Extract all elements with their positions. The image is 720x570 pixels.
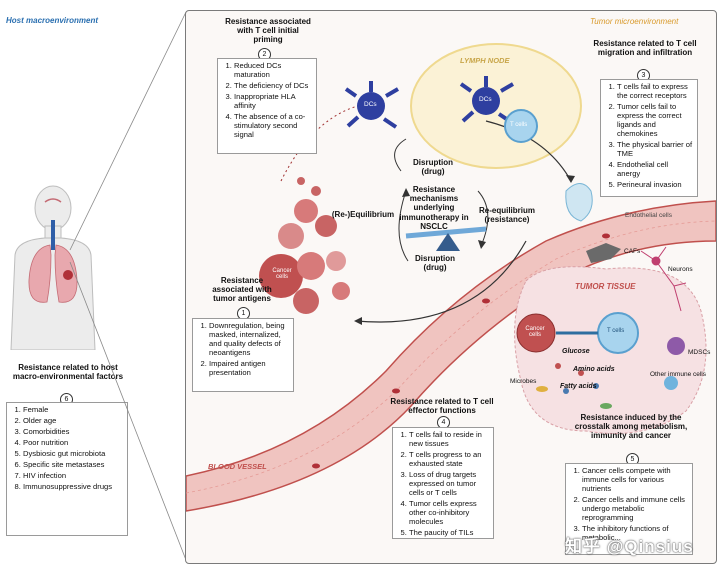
balance-fulcrum [436,233,460,251]
tumor-tissue-label: TUMOR TISSUE [575,282,636,291]
cancer-cells-label-left: Cancer cells [272,268,292,280]
host-factors-heading: Resistance related to host macro-environ… [12,363,124,382]
migration-heading: Resistance related to T cell migration a… [593,39,697,58]
crosstalk-item: The inhibitory functions of metabolic... [582,524,688,543]
host-factor-item: Poor nutrition [23,438,123,448]
blood-vessel-shape [186,200,716,512]
neuron-shape [640,246,687,312]
balance-beam [405,226,487,239]
dendritic-cell-right [459,76,515,124]
tumor-cancer-cell [516,313,556,353]
cafs-label: CAFs [624,248,641,255]
crosstalk-heading: Resistance induced by the crosstalk amon… [574,413,688,441]
host-macroenvironment-title: Host macroenvironment [6,16,99,25]
endothelial-cells-label: Endothelial cells [625,212,672,219]
mdscs-label: MDSCs [688,349,711,356]
disruption-text: Disruption [413,158,453,167]
disruption-bottom-label: Disruption (drug) [405,254,465,272]
disruption-top-label: Disruption (drug) [403,158,463,176]
crosstalk-item: Cancer cells compete with immune cells f… [582,466,688,494]
effector-item: Loss of drug targets expressed on tumor … [409,470,489,498]
lymph-node-label: LYMPH NODE [460,56,510,65]
host-factors-box: Female Older age Comorbidities Poor nutr… [6,402,128,536]
microbes-label: Microbes [510,378,537,385]
disruption-text: Disruption [415,254,455,263]
effector-box: T cells fail to reside in new tissues T … [392,427,494,539]
effector-item: T cells fail to reside in new tissues [409,430,489,449]
migration-item: T cells fail to express the correct rece… [617,82,693,101]
t-cells-label-tumor: T cells [607,328,625,334]
migration-item: Perineural invasion [617,180,693,190]
endothelial-cell-shape [565,183,593,222]
crosstalk-box: Cancer cells compete with immune cells f… [565,463,693,555]
drug-text: (drug) [421,167,445,177]
neurons-label: Neurons [668,266,693,273]
antigens-item: Impaired antigen presentation [209,359,289,378]
re-equilibrium-right-label: Re-equilibrium (resistance) [474,206,540,224]
t-cells-label-lymph: T cells [510,122,528,128]
dendritic-cell-left [344,81,400,129]
number-badge-5: 5 [626,453,639,466]
effector-heading: Resistance related to T cell effector fu… [390,397,494,416]
host-factor-item: Dysbiosic gut microbiota [23,449,123,459]
migration-item: Tumor cells fail to express the correct … [617,102,693,139]
antigens-item: Downregulation, being masked, internaliz… [209,321,289,358]
effector-item: T cells progress to an exhausted state [409,450,489,469]
priming-item: Reduced DCs maturation [234,61,312,80]
host-factor-item: Female [23,405,123,415]
migration-box: T cells fail to express the correct rece… [600,79,698,197]
glucose-label: Glucose [562,348,590,355]
dc-label-right: DCs [479,96,492,103]
migration-item: The physical barrier of TME [617,140,693,159]
human-body-illustration [10,185,96,350]
priming-item: The absence of a co-stimulatory second s… [234,112,312,140]
priming-heading: Resistance associated with T cell initia… [225,17,311,45]
mdsc-shape [667,337,685,355]
tme-illustration [186,43,716,512]
effector-item: The paucity of TILs [409,528,489,538]
fatty-acids-label: Fatty acids [560,383,597,390]
blood-vessel-label: BLOOD VESSEL [208,462,267,471]
re-equilibrium-left-label: (Re-)Equilibrium [331,210,395,219]
caf-shape [586,243,621,263]
host-factor-item: Older age [23,416,123,426]
antigens-heading: Resistance associated with tumor antigen… [212,276,272,304]
priming-item: The deficiency of DCs [234,81,312,91]
antigens-box: Downregulation, being masked, internaliz… [192,318,294,392]
drug-text: (drug) [423,263,447,273]
resistance-text: (resistance) [484,215,530,225]
other-immune-cells-label: Other immune cells [650,371,706,378]
re-equilibrium-text: Re-equilibrium [478,206,535,215]
migration-item: Endothelial cell anergy [617,160,693,179]
watermark: 知乎 @Qinsius [565,537,694,556]
number-badge-1: 1 [237,307,250,320]
host-factor-item: HIV infection [23,471,123,481]
priming-box: Reduced DCs maturation The deficiency of… [217,58,317,154]
human-silhouette [10,185,96,350]
cancer-cells-label-tumor: Cancer cells [525,326,545,338]
effector-item: Tumor cells express other co-inhibitory … [409,499,489,527]
host-factor-item: Immunosuppressive drugs [23,482,123,492]
amino-acids-label: Amino acids [573,366,615,373]
t-cell-lymph [504,109,538,143]
dc-label-left: DCs [364,101,377,108]
other-immune-shape [664,376,678,390]
priming-item: Inappropriate HLA affinity [234,92,312,111]
tumor-microenvironment-title: Tumor microenvironment [590,17,679,26]
host-factor-item: Specific site metastases [23,460,123,470]
crosstalk-item: Cancer cells and immune cells undergo me… [582,495,688,523]
center-title: Resistance mechanisms underlying immunot… [399,185,469,231]
host-factor-item: Comorbidities [23,427,123,437]
cancer-cluster-left [259,177,350,314]
